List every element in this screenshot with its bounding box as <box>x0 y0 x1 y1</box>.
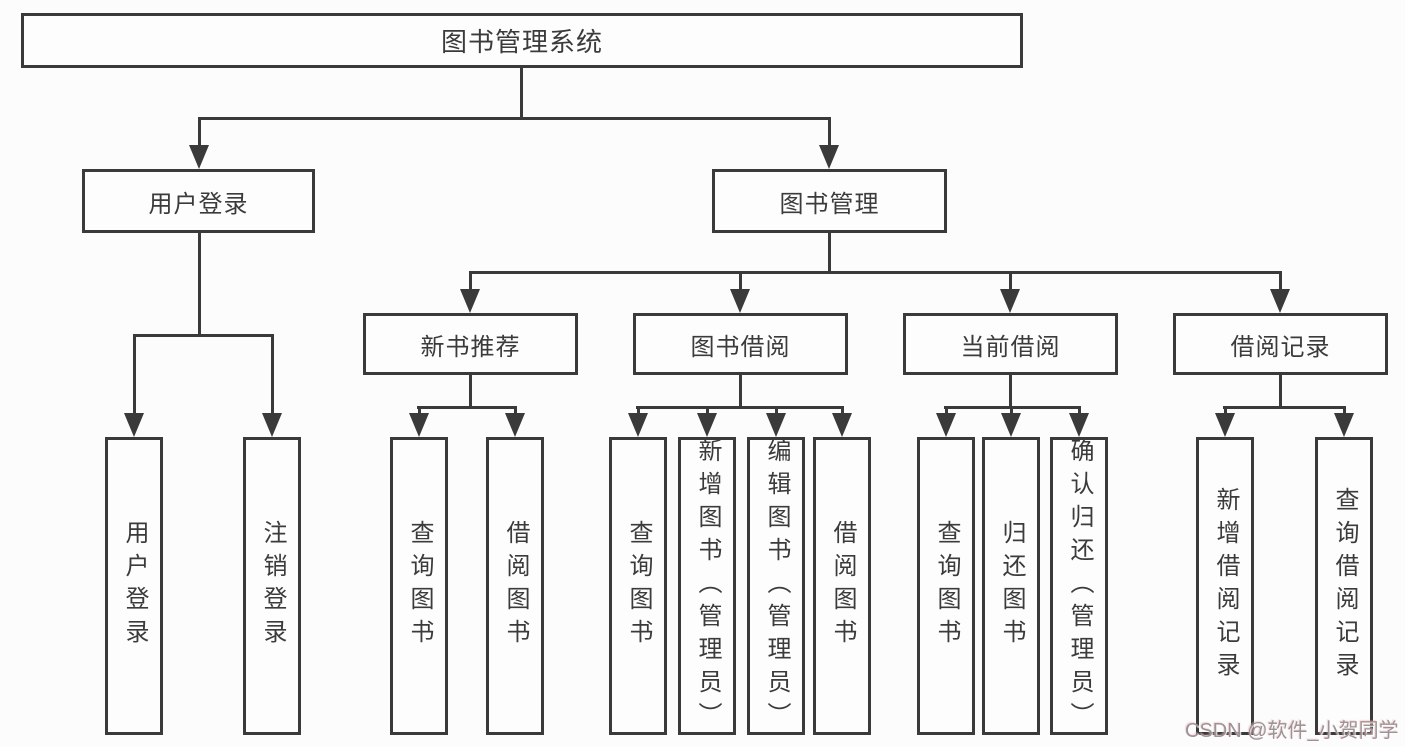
node-library-management-system: 图书管理系统 <box>21 13 1023 68</box>
leaf-label: 新增借阅记录 <box>1212 487 1239 685</box>
arrowhead-down-icon <box>1334 413 1354 437</box>
connector-line <box>1279 375 1282 408</box>
leaf-label: 查询借阅记录 <box>1331 487 1358 685</box>
arrowhead-down-icon <box>819 145 839 169</box>
connector-line <box>1279 271 1282 291</box>
connector-line <box>828 117 831 150</box>
watermark: CSDN @软件_小贺同学 <box>1185 720 1399 742</box>
node-label: 图书管理系统 <box>440 27 603 57</box>
arrowhead-down-icon <box>1000 289 1020 313</box>
node-label: 借阅记录 <box>1230 333 1331 361</box>
connector-line <box>841 406 844 416</box>
leaf-label: 查询图书 <box>625 520 652 652</box>
arrowhead-down-icon <box>1069 413 1089 437</box>
arrowhead-down-icon <box>262 413 282 437</box>
leaf-query-borrow-record: 查询借阅记录 <box>1315 437 1373 735</box>
arrowhead-down-icon <box>832 413 852 437</box>
connector-line <box>945 406 948 416</box>
leaf-label: 查询图书 <box>406 520 433 652</box>
connector-line <box>198 233 201 337</box>
leaf-label: 归还图书 <box>998 520 1025 652</box>
leaf-borrow-books-recommend: 借阅图书 <box>486 437 544 735</box>
connector-line <box>271 334 274 416</box>
node-label: 当前借阅 <box>960 333 1061 361</box>
leaf-user-login: 用户登录 <box>105 437 163 735</box>
leaf-logout: 注销登录 <box>243 437 301 735</box>
arrowhead-down-icon <box>1001 413 1021 437</box>
leaf-label: 用户登录 <box>121 520 148 652</box>
connector-line <box>739 271 742 291</box>
leaf-return-books: 归还图书 <box>982 437 1040 735</box>
leaf-label: 借阅图书 <box>829 520 856 652</box>
connector-line <box>1343 406 1346 416</box>
node-user-login: 用户登录 <box>82 169 315 233</box>
connector-line <box>520 66 523 120</box>
leaf-label: 编辑图书（管理员） <box>763 437 790 735</box>
connector-line <box>469 271 472 291</box>
leaf-add-books-admin: 新增图书（管理员） <box>678 437 736 735</box>
connector-line <box>775 406 778 416</box>
node-current-borrowing: 当前借阅 <box>903 313 1118 375</box>
leaf-add-borrow-record: 新增借阅记录 <box>1196 437 1254 735</box>
arrowhead-down-icon <box>697 413 717 437</box>
arrowhead-down-icon <box>189 145 209 169</box>
arrowhead-down-icon <box>505 413 525 437</box>
connector-line <box>637 406 640 416</box>
connector-line <box>133 334 136 416</box>
connector-line <box>133 334 274 337</box>
connector-line <box>636 406 844 409</box>
node-book-borrowing: 图书借阅 <box>633 313 848 375</box>
arrowhead-down-icon <box>936 413 956 437</box>
connector-line <box>198 117 201 150</box>
leaf-borrow-books: 借阅图书 <box>813 437 871 735</box>
connector-line <box>706 406 709 416</box>
leaf-label: 新增图书（管理员） <box>694 437 721 735</box>
leaf-label: 查询图书 <box>933 520 960 652</box>
node-label: 新书推荐 <box>420 333 521 361</box>
connector-line <box>514 406 517 416</box>
leaf-label: 借阅图书 <box>502 520 529 652</box>
connector-line <box>198 117 831 120</box>
connector-line <box>1010 406 1013 416</box>
connector-line <box>1009 271 1012 291</box>
node-label: 图书借阅 <box>690 333 791 361</box>
arrowhead-down-icon <box>766 413 786 437</box>
leaf-label: 确认归还（管理员） <box>1066 437 1093 735</box>
node-new-book-recommendation: 新书推荐 <box>363 313 578 375</box>
arrowhead-down-icon <box>628 413 648 437</box>
arrowhead-down-icon <box>1270 289 1290 313</box>
leaf-query-books-borrow: 查询图书 <box>609 437 667 735</box>
node-book-management: 图书管理 <box>712 169 947 233</box>
connector-line <box>469 271 1282 274</box>
arrowhead-down-icon <box>409 413 429 437</box>
leaf-query-books-recommend: 查询图书 <box>390 437 448 735</box>
arrowhead-down-icon <box>730 289 750 313</box>
connector-line <box>1009 375 1012 408</box>
connector-line <box>418 406 421 416</box>
leaf-query-books-current: 查询图书 <box>917 437 975 735</box>
connector-line <box>469 375 472 408</box>
connector-line <box>417 406 517 409</box>
leaf-label: 注销登录 <box>259 520 286 652</box>
node-borrowing-records: 借阅记录 <box>1173 313 1388 375</box>
arrowhead-down-icon <box>460 289 480 313</box>
connector-line <box>1078 406 1081 416</box>
node-label: 用户登录 <box>148 190 249 218</box>
connector-line <box>828 233 831 274</box>
connector-line <box>739 375 742 408</box>
connector-line <box>1223 406 1346 409</box>
arrowhead-down-icon <box>1215 413 1235 437</box>
node-label: 图书管理 <box>779 190 880 218</box>
leaf-edit-books-admin: 编辑图书（管理员） <box>747 437 805 735</box>
connector-line <box>1224 406 1227 416</box>
arrowhead-down-icon <box>124 413 144 437</box>
leaf-confirm-return-admin: 确认归还（管理员） <box>1050 437 1108 735</box>
